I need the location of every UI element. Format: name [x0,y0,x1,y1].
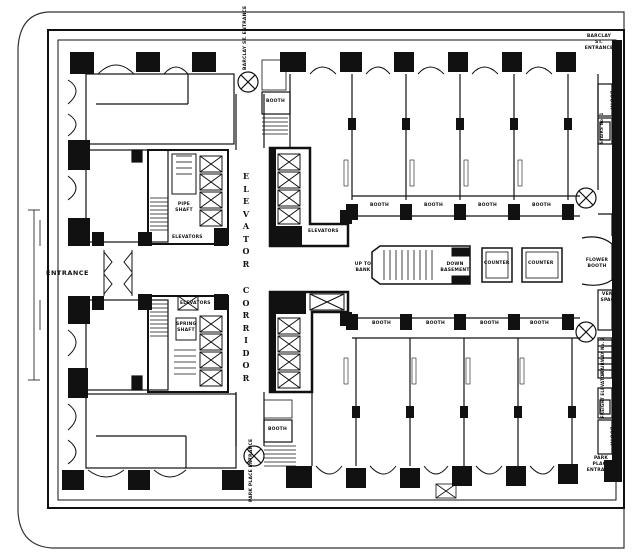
dimension-line [28,209,41,381]
lower-shop-row [311,317,580,466]
upper-shop-piers [346,118,574,220]
lower-right-elevator-bank [268,290,352,394]
sidewalk-outline [17,11,625,549]
top-window-arches [97,64,553,75]
top-piers [70,52,576,74]
lower-shop-piers [346,314,576,418]
west-entrance-vestibule [103,250,133,296]
east-wall [612,40,622,480]
upper-left-elevator-bank [138,149,229,246]
building-outer-wall [47,29,625,509]
bank-stair [371,245,471,285]
upper-shop-row [289,74,599,217]
bottom-grate [435,483,457,499]
bottom-window-arches [87,465,555,478]
corridor-stairs [261,59,296,467]
counters [481,247,563,283]
lower-shop-radiators [343,357,525,385]
upper-right-elevator-bank [268,146,352,248]
left-piers [68,140,104,398]
lower-left-elevator-bank [138,294,229,393]
upper-shop-radiators [343,159,523,187]
left-window-arches [67,79,77,465]
revolving-doors [237,71,597,467]
corridor-walls [235,94,265,446]
flower-booth [581,213,613,286]
east-utility-strip [597,83,613,455]
bottom-piers [62,460,622,490]
left-upper-offices [85,73,235,243]
corridor-booths [261,91,293,443]
building-inner-wall [57,39,617,501]
